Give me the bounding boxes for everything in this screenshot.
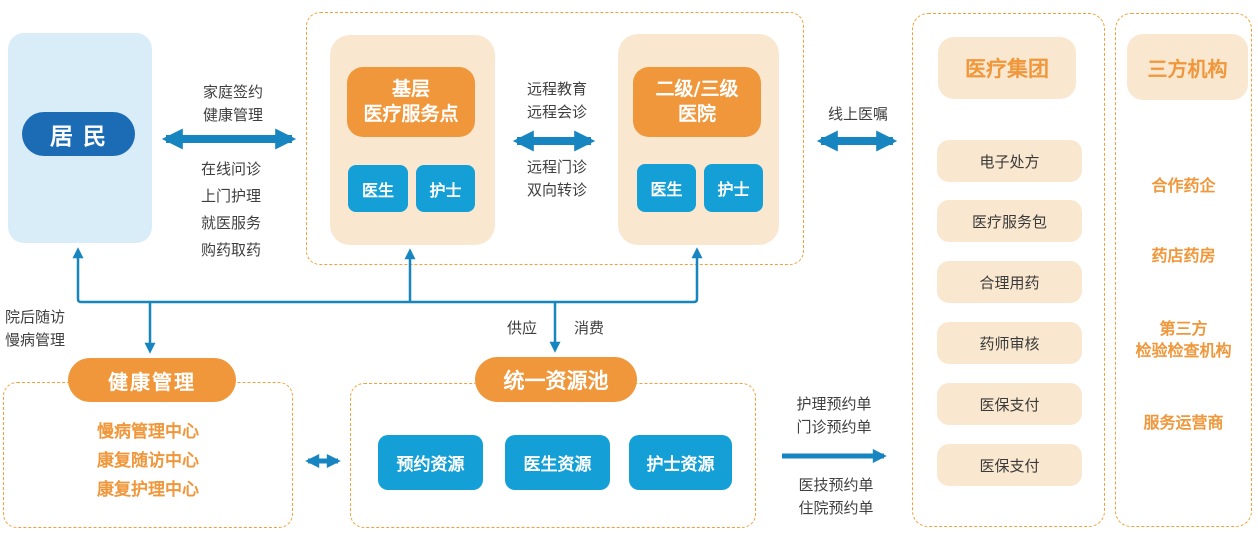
health-mgmt-item: 慢病管理中心 xyxy=(97,422,199,442)
primary-care-title: 基层 医疗服务点 xyxy=(347,67,475,137)
edge-label-hospital-group: 线上医嘱 xyxy=(827,105,888,123)
third-party-item: 合作药企 xyxy=(1151,176,1216,195)
medical-group-item: 医保支付 xyxy=(937,444,1082,486)
health-mgmt-item: 康复随访中心 xyxy=(97,451,199,471)
medical-group-item: 医疗服务包 xyxy=(937,200,1082,242)
primary-doctor-box: 医生 xyxy=(348,165,408,212)
third-party-container xyxy=(1115,13,1252,527)
hospital-box xyxy=(618,34,779,245)
edge-label-primary-hospital-bottom: 远程门诊 双向转诊 xyxy=(526,158,587,199)
resident-pill: 居 民 xyxy=(22,112,135,156)
primary-nurse-box: 护士 xyxy=(416,165,475,212)
third-party-item: 服务运营商 xyxy=(1143,413,1224,432)
resource-pool-item: 医生资源 xyxy=(505,435,610,490)
hospital-title: 二级/三级 医院 xyxy=(633,67,761,137)
edge-label-pool-orders-top: 护理预约单 门诊预约单 xyxy=(796,395,872,436)
medical-group-item: 电子处方 xyxy=(937,140,1082,182)
resource-pool-item: 预约资源 xyxy=(378,435,483,490)
resource-pool-item: 护士资源 xyxy=(629,435,732,490)
edge-label-resident-primary-bottom: 在线问诊 上门护理 就医服务 购药取药 xyxy=(200,160,261,259)
medical-group-item: 药师审核 xyxy=(937,322,1082,364)
medical-group-container xyxy=(912,13,1105,527)
resource-pool-title: 统一资源池 xyxy=(475,357,637,402)
hospital-doctor-box: 医生 xyxy=(637,164,696,212)
medical-group-title: 医疗集团 xyxy=(965,57,1049,81)
edge-label-resident-primary-top: 家庭签约 健康管理 xyxy=(202,83,263,124)
medical-group-item: 合理用药 xyxy=(937,261,1082,303)
hospital-nurse-box: 护士 xyxy=(704,164,763,212)
third-party-item: 第三方 检验检查机构 xyxy=(1135,319,1232,360)
health-mgmt-item: 康复护理中心 xyxy=(97,480,199,500)
third-party-header: 三方机构 xyxy=(1127,34,1248,100)
edge-label-supply: 供应 xyxy=(506,319,537,337)
health-mgmt-title: 健康管理 xyxy=(68,358,236,402)
edge-label-consume: 消费 xyxy=(573,319,604,337)
edge-label-primary-hospital-top: 远程教育 远程会诊 xyxy=(526,80,587,121)
edge-label-post-discharge: 院后随访 慢病管理 xyxy=(5,308,66,349)
edge-label-pool-orders-bottom: 医技预约单 住院预约单 xyxy=(798,476,874,517)
medical-group-item: 医保支付 xyxy=(937,383,1082,425)
third-party-item: 药店药房 xyxy=(1151,246,1216,265)
third-party-title: 三方机构 xyxy=(1147,56,1228,81)
medical-group-header: 医疗集团 xyxy=(938,37,1076,99)
